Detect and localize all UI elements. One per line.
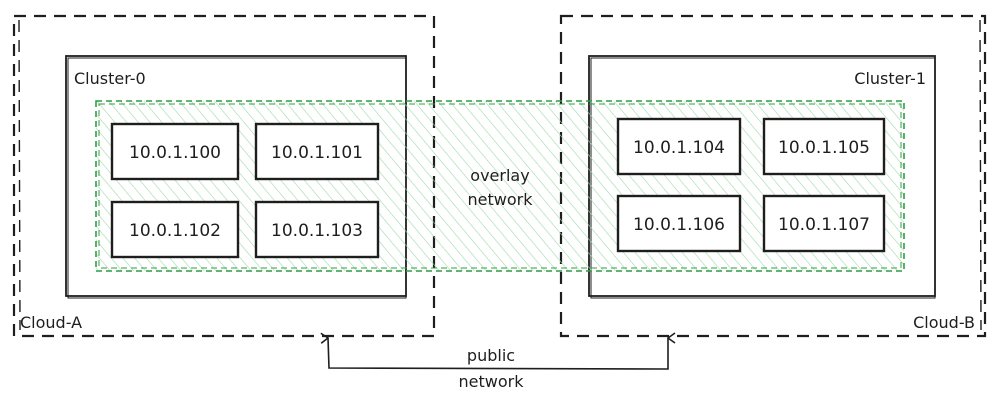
node-ip-label: 10.0.1.100 <box>129 143 221 163</box>
node-10-0-1-107: 10.0.1.107 <box>762 194 886 253</box>
public-network-label-line1: public <box>467 346 515 365</box>
node-10-0-1-104: 10.0.1.104 <box>616 117 742 176</box>
cluster-0-label: Cluster-0 <box>74 69 146 88</box>
node-ip-label: 10.0.1.104 <box>633 138 725 158</box>
node-ip-label: 10.0.1.103 <box>271 221 363 241</box>
node-ip-label: 10.0.1.107 <box>778 215 870 235</box>
node-ip-label: 10.0.1.101 <box>271 143 363 163</box>
cloud-a-label: Cloud-A <box>20 313 82 332</box>
overlay-network-label-line1: overlay <box>470 166 529 185</box>
node-10-0-1-106: 10.0.1.106 <box>616 194 742 253</box>
cluster-1: Cluster-1 <box>588 55 936 299</box>
public-network-connector: public network <box>328 338 668 391</box>
cluster-1-label: Cluster-1 <box>854 69 926 88</box>
node-ip-label: 10.0.1.106 <box>633 215 725 235</box>
node-ip-label: 10.0.1.105 <box>778 138 870 158</box>
node-10-0-1-105: 10.0.1.105 <box>762 117 886 176</box>
public-network-label-line2: network <box>459 372 525 391</box>
public-network-arrow <box>328 338 668 370</box>
node-10-0-1-101: 10.0.1.101 <box>254 122 380 181</box>
node-10-0-1-102: 10.0.1.102 <box>110 200 240 259</box>
cloud-b-label: Cloud-B <box>913 313 975 332</box>
overlay-network-label-line2: network <box>468 190 534 209</box>
node-ip-label: 10.0.1.102 <box>129 221 221 241</box>
node-10-0-1-103: 10.0.1.103 <box>254 200 380 259</box>
node-10-0-1-100: 10.0.1.100 <box>110 122 240 181</box>
